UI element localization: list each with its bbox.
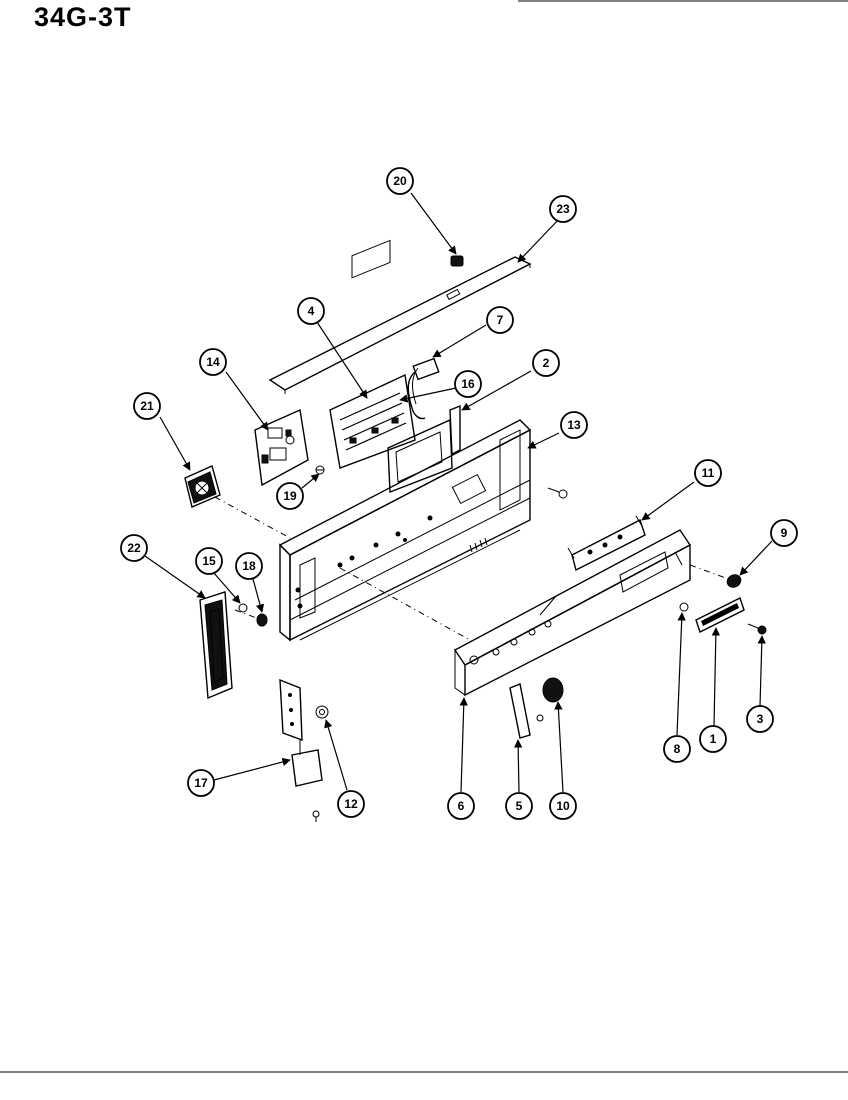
svg-text:1: 1 [710, 732, 717, 746]
callout-23: 23 [549, 195, 577, 223]
callout-5: 5 [505, 792, 533, 820]
svg-text:4: 4 [308, 304, 315, 318]
part-hinge-bracket [279, 678, 323, 822]
svg-text:9: 9 [781, 526, 788, 540]
callout-1: 1 [699, 725, 727, 753]
part-housing-screw [547, 487, 568, 499]
svg-text:21: 21 [140, 399, 154, 413]
part-switch-bracket [567, 515, 646, 572]
part-control-panel-housing [278, 419, 532, 642]
callout-6: 6 [447, 792, 475, 820]
callout-18: 18 [235, 552, 263, 580]
callout-14: 14 [199, 348, 227, 376]
part-front-panel [453, 529, 692, 697]
part-spring [256, 613, 268, 627]
svg-text:17: 17 [194, 776, 208, 790]
svg-text:16: 16 [461, 377, 475, 391]
svg-text:3: 3 [757, 712, 764, 726]
callout-11: 11 [694, 459, 722, 487]
svg-text:18: 18 [242, 559, 256, 573]
callout-9: 9 [770, 519, 798, 547]
svg-text:20: 20 [393, 174, 407, 188]
svg-text:5: 5 [516, 799, 523, 813]
svg-text:2: 2 [543, 356, 550, 370]
svg-text:6: 6 [458, 799, 465, 813]
svg-text:19: 19 [283, 489, 297, 503]
part-screw-3 [747, 623, 767, 635]
part-screw-15 [238, 603, 248, 613]
part-nut [315, 705, 329, 719]
svg-text:23: 23 [556, 202, 570, 216]
callout-10: 10 [549, 792, 577, 820]
svg-text:10: 10 [556, 799, 570, 813]
part-fan [184, 465, 221, 508]
part-large-knob [542, 677, 564, 703]
callout-17: 17 [187, 769, 215, 797]
callout-4: 4 [297, 297, 325, 325]
svg-text:11: 11 [702, 466, 715, 480]
part-screw-8 [679, 602, 689, 612]
callout-22: 22 [120, 534, 148, 562]
svg-text:15: 15 [202, 554, 216, 568]
svg-text:8: 8 [674, 742, 681, 756]
diagram-title: 34G-3T [34, 2, 132, 32]
part-strip [509, 683, 544, 739]
assembly-lines [214, 496, 735, 641]
callout-15: 15 [195, 547, 223, 575]
part-bracket [387, 404, 461, 494]
part-control-board [329, 239, 416, 469]
svg-text:13: 13 [567, 418, 581, 432]
part-clip [450, 255, 464, 267]
callout-2: 2 [532, 349, 560, 377]
part-relay-board [254, 408, 309, 487]
callout-12: 12 [337, 790, 365, 818]
svg-text:14: 14 [206, 355, 220, 369]
part-top-trim [268, 256, 532, 394]
callout-7: 7 [486, 306, 514, 334]
callout-21: 21 [133, 392, 161, 420]
callout-16: 16 [454, 370, 482, 398]
leader-lines [144, 192, 773, 793]
callout-19: 19 [276, 482, 304, 510]
callout-3: 3 [746, 705, 774, 733]
part-screw-19 [315, 465, 325, 475]
svg-text:22: 22 [127, 541, 141, 555]
svg-text:12: 12 [344, 797, 358, 811]
callout-20: 20 [386, 167, 414, 195]
callout-8: 8 [663, 735, 691, 763]
part-end-trim [199, 591, 233, 700]
svg-text:7: 7 [497, 313, 504, 327]
part-nameplate [695, 597, 745, 633]
part-connector [407, 357, 440, 420]
callout-13: 13 [560, 411, 588, 439]
